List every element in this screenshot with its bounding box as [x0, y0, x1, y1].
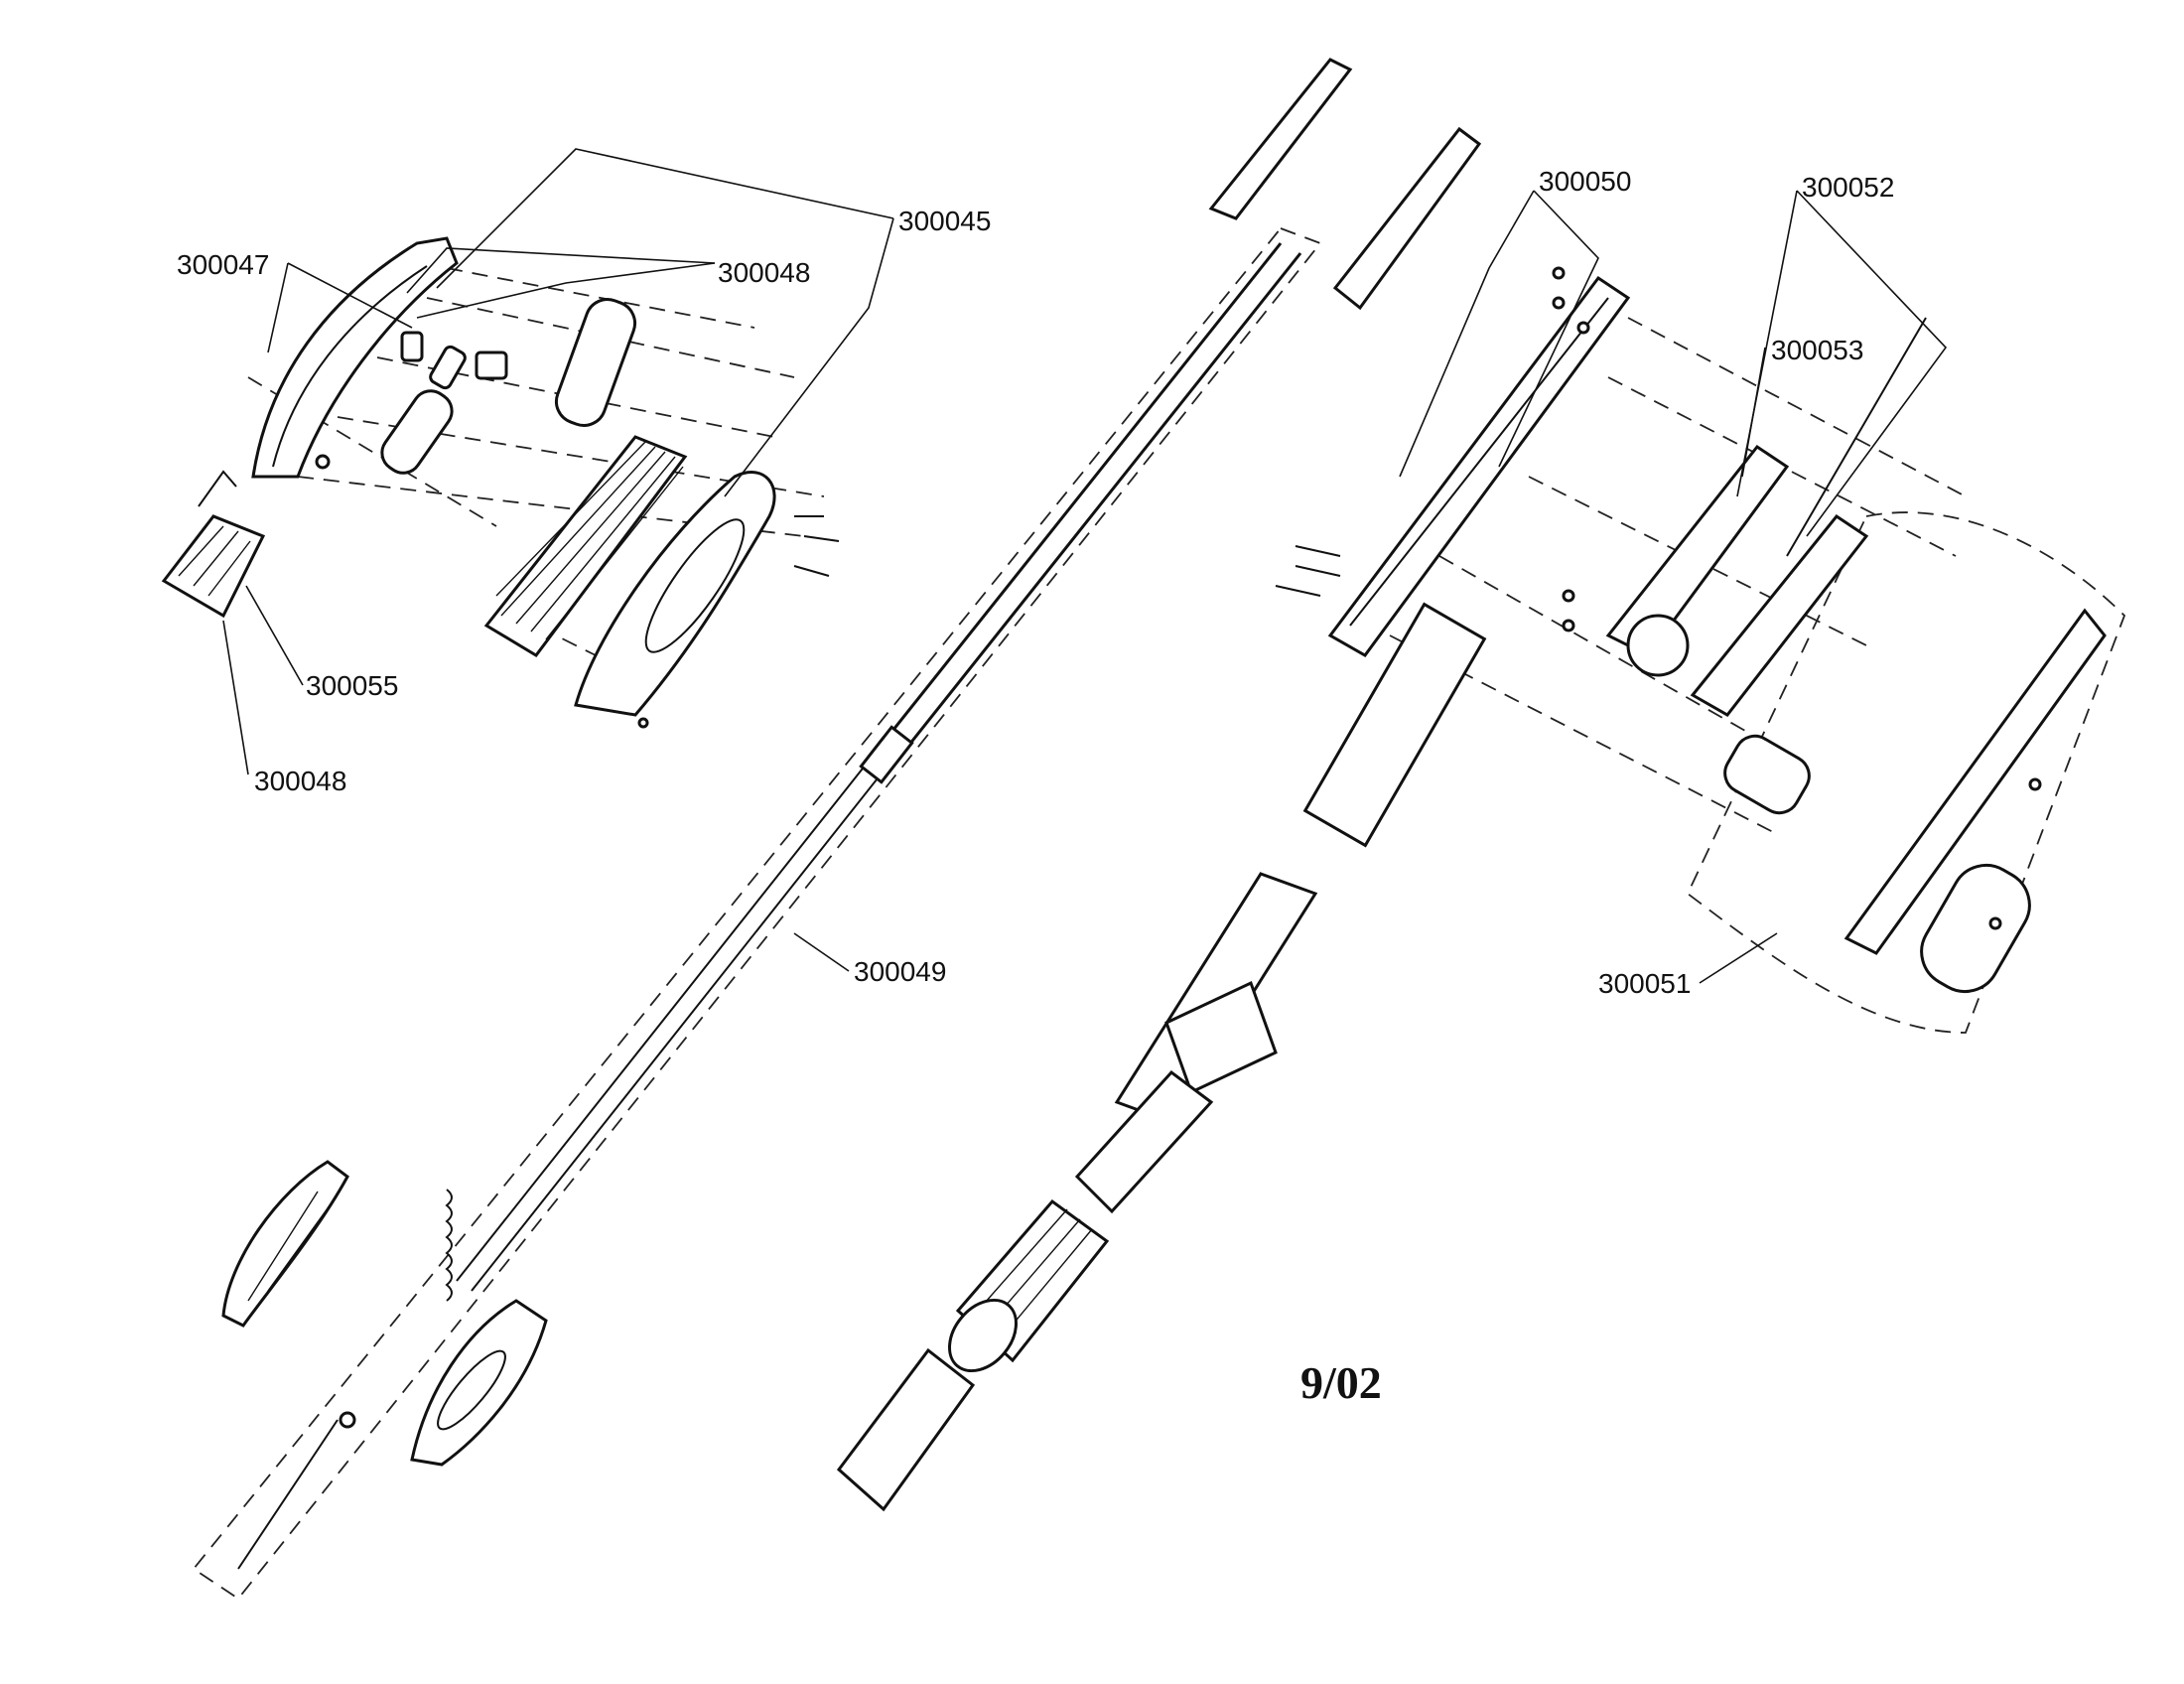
hose-end	[836, 1347, 976, 1512]
threaded-nut	[948, 1198, 1110, 1373]
handle-clip	[161, 470, 266, 619]
wand-assembly	[192, 58, 1353, 1601]
trigger-part	[380, 389, 454, 475]
wand-coupling	[859, 725, 914, 784]
handle-left-cover	[251, 236, 459, 479]
label-300053: 300053	[1771, 335, 1863, 365]
handle-grip-ribbed	[483, 435, 688, 657]
handle-right-cover	[574, 471, 776, 717]
label-300045: 300045	[898, 206, 991, 236]
mid-frame	[1605, 444, 1869, 717]
swivel-neck	[1074, 1069, 1214, 1214]
swivel-cuff	[1164, 980, 1278, 1095]
front-housing	[1843, 608, 2107, 993]
label-300049: 300049	[854, 956, 946, 987]
power-head-screws	[1275, 266, 2042, 930]
spring	[445, 1189, 453, 1302]
lower-handle-half	[221, 1160, 349, 1328]
date-code: 9/02	[1300, 1357, 1382, 1408]
lower-grip-cover	[410, 1299, 548, 1467]
brush-rail-upper	[1332, 126, 1482, 311]
label-300048-top: 300048	[718, 257, 810, 288]
hose-assembly	[836, 872, 1318, 1512]
part-labels: 300045 300047 300048 300055 300048 30004…	[177, 166, 1894, 1408]
handle-screws	[315, 454, 840, 729]
label-300047: 300047	[177, 249, 269, 280]
handle-assembly	[161, 236, 840, 729]
label-300050: 300050	[1539, 166, 1631, 197]
rear-tube	[1302, 602, 1487, 848]
leader-lines	[222, 148, 1948, 984]
label-300055: 300055	[306, 670, 398, 701]
wand-top-clip	[1208, 58, 1353, 220]
power-head-assembly	[1275, 126, 2126, 1034]
label-300048-bottom: 300048	[254, 766, 346, 796]
motor	[1723, 734, 1811, 815]
label-300051: 300051	[1598, 968, 1691, 999]
handle-grip-tube	[554, 298, 637, 427]
rear-housing	[1327, 275, 1631, 657]
label-300052: 300052	[1802, 172, 1894, 203]
